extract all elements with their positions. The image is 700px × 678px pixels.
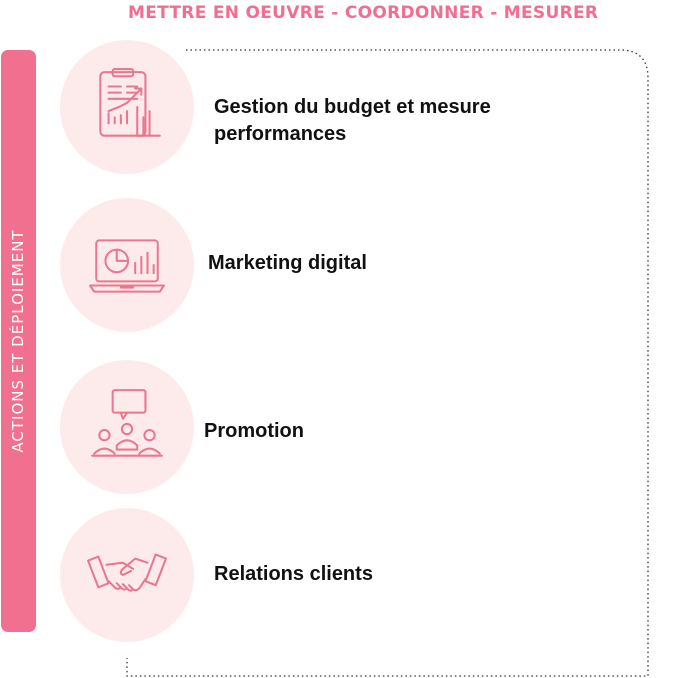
meeting-presentation-icon bbox=[91, 389, 163, 457]
handshake-icon bbox=[87, 553, 167, 592]
budget-icon-circle bbox=[60, 40, 194, 174]
item-label-budget: Gestion du budget et mesure performances bbox=[214, 96, 491, 145]
item-label-promotion: Promotion bbox=[204, 420, 304, 442]
item-label-relations: Relations clients bbox=[214, 563, 373, 585]
relations-icon-circle bbox=[60, 508, 194, 642]
promotion-icon-circle bbox=[60, 360, 194, 494]
side-banner-label: ACTIONS ET DÉPLOIEMENT bbox=[9, 229, 27, 453]
side-banner bbox=[1, 50, 36, 632]
budget-report-icon bbox=[99, 68, 161, 137]
item-label-marketing: Marketing digital bbox=[208, 252, 367, 274]
marketing-icon-circle bbox=[60, 198, 194, 332]
page-title: METTRE EN OEUVRE - COORDONNER - MESURER bbox=[128, 3, 599, 23]
laptop-analytics-icon bbox=[89, 239, 165, 293]
